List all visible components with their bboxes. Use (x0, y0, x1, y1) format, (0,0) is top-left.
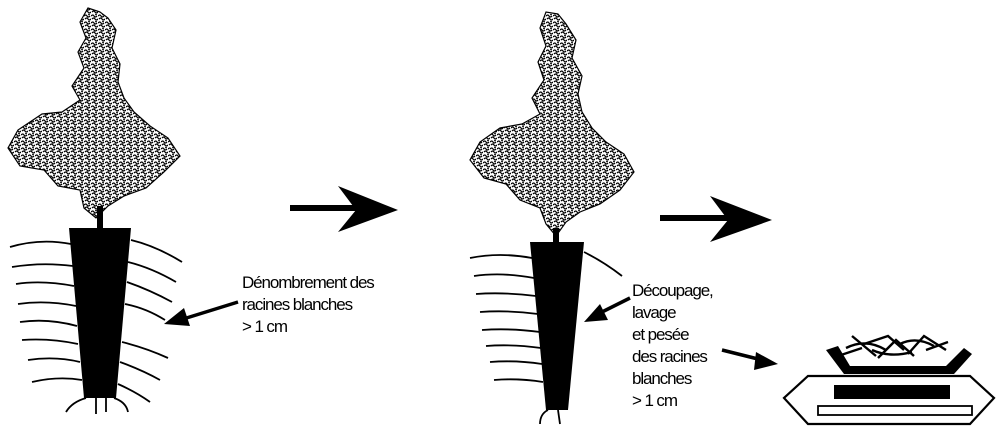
root-plug-icon (69, 228, 131, 398)
weighing-scale-icon (784, 336, 994, 424)
step-2-line-6: > 1 cm (632, 390, 713, 412)
pointer-arrow-icon (164, 302, 238, 326)
step-1-line-2: racines blanches (242, 294, 374, 316)
seedling-1 (8, 8, 182, 414)
step-2-line-3: et pesée (632, 324, 713, 346)
step-2-line-5: blanches (632, 368, 713, 390)
scale-body (784, 376, 994, 424)
arrow-right-icon (660, 196, 772, 242)
stem (97, 206, 103, 230)
cut-roots-icon (838, 336, 948, 358)
step-2-line-4: des racines (632, 346, 713, 368)
step-2-line-1: Découpage, (632, 280, 713, 302)
step-1-line-1: Dénombrement des (242, 272, 374, 294)
tree-foliage-icon (470, 12, 634, 236)
step-2-line-2: lavage (632, 302, 713, 324)
pointer-arrow-icon (722, 350, 778, 370)
step-1-line-3: > 1 cm (242, 316, 374, 338)
scale-display (834, 385, 950, 399)
pointer-arrow-icon (584, 298, 630, 322)
tree-foliage-icon (8, 8, 180, 218)
seedling-2 (470, 12, 634, 424)
step-1-label: Dénombrement des racines blanches > 1 cm (242, 272, 374, 338)
arrow-right-icon (290, 186, 398, 232)
scale-pan (826, 346, 972, 374)
step-2-label: Découpage, lavage et pesée des racines b… (632, 280, 713, 412)
root-plug-icon (530, 242, 584, 410)
scale-base-slot (818, 406, 972, 415)
stem (553, 228, 559, 244)
